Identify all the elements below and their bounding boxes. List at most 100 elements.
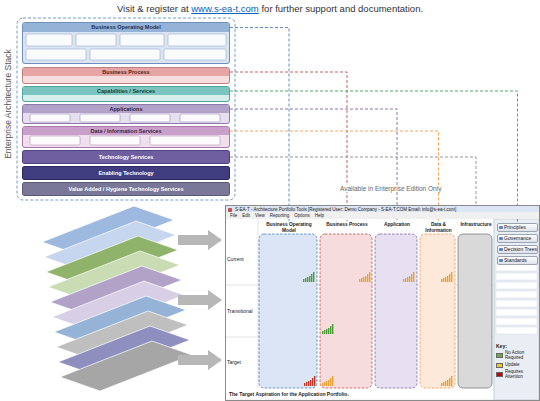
layer-fill: [22, 67, 230, 84]
column-header: Data & Information: [421, 221, 456, 233]
column-header: Application: [376, 221, 418, 228]
list-row: [496, 309, 537, 316]
column-region: [420, 234, 455, 388]
button-label: Standards: [498, 257, 537, 264]
layer-title: Applications: [23, 105, 229, 113]
panel-list: [496, 264, 537, 334]
architecture-layer: Value Added / Hygiene Technology Service…: [22, 182, 230, 196]
architecture-layer: Enabling Technology: [22, 166, 230, 180]
portfolio-column: Business Operating Model: [260, 221, 318, 389]
sub-box: [150, 136, 220, 145]
web-link: www.s-ea-t.com: [191, 3, 259, 14]
dashed-connector: [230, 91, 518, 223]
sub-box: [26, 34, 72, 46]
legend-text: No Action Required: [505, 351, 538, 361]
legend-heading: Key:: [496, 343, 507, 349]
button-label: Decision Trees: [498, 246, 537, 253]
sub-box: [80, 114, 120, 122]
layer-fill: [22, 126, 230, 148]
pointer-arrow: [178, 350, 222, 370]
sub-box: [26, 49, 86, 60]
legend-swatch: [496, 353, 503, 358]
status-glyph: [303, 272, 314, 282]
stack-slab: [60, 341, 192, 391]
sub-box: [90, 136, 140, 145]
pointer-arrows: [178, 230, 222, 370]
list-row: [496, 282, 537, 289]
status-glyph: [403, 272, 414, 282]
stack-outline: [17, 18, 235, 200]
layer-title: Enabling Technology: [23, 167, 229, 179]
panel-button: Governance: [497, 234, 538, 243]
dashed-connector: [230, 72, 347, 221]
layer-title: Business Operating Model: [23, 23, 229, 32]
legend-swatch: [496, 372, 503, 377]
status-glyph: [359, 272, 370, 282]
column-region: [320, 234, 372, 388]
edition-note: Available in Enterprise Edition Only: [338, 185, 443, 192]
column-header: Business Operating Model: [260, 221, 318, 233]
menu-item: View: [255, 212, 265, 219]
list-row: [496, 318, 537, 325]
layer-title: Data / Information Services: [23, 127, 229, 135]
architecture-layer: Business Operating Model: [22, 22, 230, 64]
menu-item: Options: [294, 212, 310, 219]
menu-item: File: [230, 212, 237, 219]
stack-illustration: [42, 206, 192, 391]
window-fill: [225, 205, 540, 401]
legend-text: Requires Attention: [505, 370, 538, 380]
menu-bar: FileEditViewReportingOptionsHelp: [226, 212, 539, 219]
architecture-layer: Business Process: [22, 67, 230, 84]
layer-fill: [22, 22, 230, 64]
sub-box: [120, 34, 164, 46]
menu-item: Edit: [242, 212, 250, 219]
app-window: S-EA-T - Architecture Portfolio Tools [R…: [225, 205, 540, 401]
grid-area: [226, 219, 493, 399]
portfolio-column: Business Process: [321, 221, 373, 389]
portfolio-column: Data & Information: [421, 221, 456, 389]
pointer-arrow: [178, 290, 222, 310]
layer-title: Value Added / Hygiene Technology Service…: [23, 183, 229, 195]
layer-title: Business Process: [23, 68, 229, 76]
sub-box: [130, 114, 170, 122]
sub-box: [30, 114, 70, 122]
layer-fill: [22, 104, 230, 124]
sub-box: [30, 136, 80, 145]
legend-text: Update: [505, 363, 520, 368]
list-row: [496, 300, 537, 307]
window-caption: The Target Aspiration for the Applicatio…: [229, 391, 349, 397]
grid-line: [258, 219, 259, 388]
portfolio-column: Application: [376, 221, 418, 389]
status-glyph: [322, 324, 333, 334]
row-label: Transitional: [227, 308, 253, 314]
panel-button: Principles: [497, 223, 538, 232]
sub-box: [90, 49, 160, 60]
layer-fill: [22, 86, 230, 102]
pointer-arrow: [178, 230, 222, 250]
button-label: Governance: [498, 235, 537, 242]
status-glyph: [304, 376, 315, 386]
column-region: [259, 234, 317, 388]
legend: No Action RequiredUpdateRequires Attenti…: [496, 351, 538, 380]
button-label: Principles: [498, 224, 537, 231]
legend-entry: No Action Required: [496, 351, 538, 361]
portfolio-column: Infrastructure: [459, 221, 493, 389]
menu-item: Help: [315, 212, 324, 219]
legend-entry: Update: [496, 363, 538, 368]
side-panel: [494, 219, 539, 400]
architecture-layer: Capabilities / Services: [22, 86, 230, 102]
list-row: [496, 273, 537, 280]
app-screenshot: [225, 205, 540, 401]
list-row: [496, 264, 537, 271]
status-glyph: [441, 272, 452, 282]
legend-swatch: [496, 363, 503, 368]
column-region: [375, 234, 417, 388]
panel-button: Standards: [497, 256, 538, 265]
dashed-connector: [230, 28, 289, 222]
column-region: [458, 234, 492, 388]
panel-button: Decision Trees: [497, 245, 538, 254]
layer-fills: [22, 22, 230, 196]
banner-text: Visit & register at: [117, 3, 189, 14]
layer-fill: [22, 150, 230, 164]
